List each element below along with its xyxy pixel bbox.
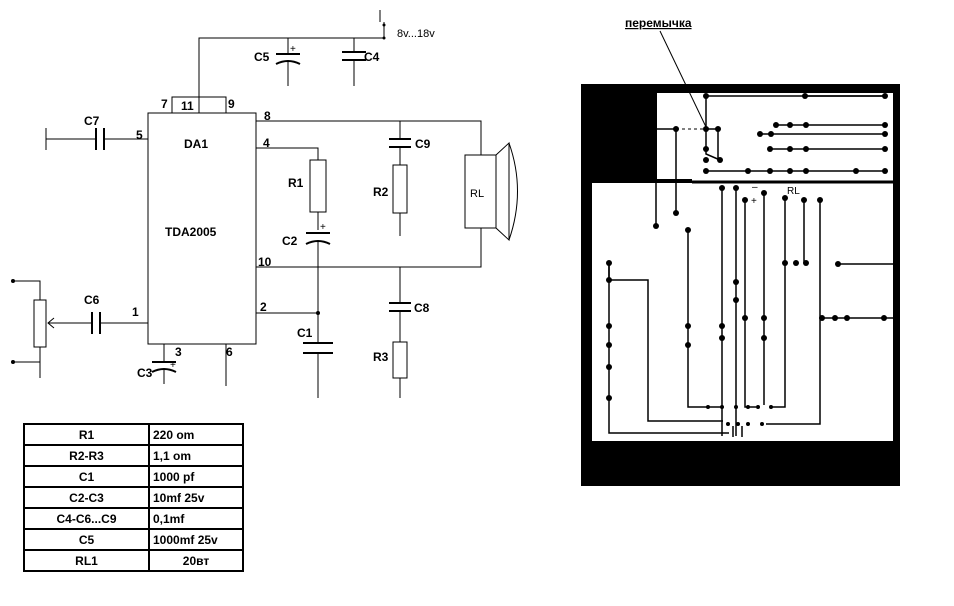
c1-label: C1 bbox=[297, 326, 313, 340]
pin-label-6: 6 bbox=[226, 345, 233, 359]
potentiometer bbox=[11, 279, 92, 378]
c5-label: C5 bbox=[254, 50, 270, 64]
parts-table: R1 220 om R2-R3 1,1 om C1 1000 pf C2-C3 … bbox=[23, 423, 244, 572]
capacitor-c9: C9 bbox=[389, 121, 431, 165]
c8-label: C8 bbox=[414, 301, 430, 315]
c3-label: C3 bbox=[137, 366, 153, 380]
c2-label: C2 bbox=[282, 234, 298, 248]
supply-voltage-label: 8v...18v bbox=[397, 28, 435, 40]
part-value: 10mf 25v bbox=[148, 486, 244, 509]
table-row: R1 220 om bbox=[23, 423, 244, 446]
capacitor-c5: + C5 bbox=[254, 38, 301, 86]
r2-label: R2 bbox=[373, 185, 389, 199]
capacitor-c4: C4 bbox=[342, 38, 380, 86]
resistor-r2: R2 bbox=[373, 164, 408, 236]
capacitor-c3: + C3 bbox=[137, 344, 177, 384]
svg-text:–: – bbox=[752, 182, 758, 193]
capacitor-c1: C1 bbox=[297, 313, 333, 398]
pin-label-3: 3 bbox=[175, 345, 182, 359]
svg-text:+: + bbox=[751, 196, 757, 207]
pin-label-5: 5 bbox=[136, 128, 143, 142]
svg-text:+: + bbox=[290, 44, 296, 55]
speaker-label: RL bbox=[470, 188, 484, 200]
r1-label: R1 bbox=[288, 176, 304, 190]
c4-label: C4 bbox=[364, 50, 380, 64]
part-value: 1000mf 25v bbox=[148, 528, 244, 551]
part-ref: C2-C3 bbox=[23, 486, 150, 509]
table-row: C4-C6...C9 0,1mf bbox=[23, 507, 244, 530]
pin-label-4: 4 bbox=[263, 136, 270, 150]
part-ref: R1 bbox=[23, 423, 150, 446]
capacitor-c6: C6 bbox=[84, 293, 148, 334]
output-line bbox=[256, 120, 482, 155]
capacitor-c7: C7 bbox=[45, 114, 148, 150]
part-ref: C5 bbox=[23, 528, 150, 551]
jumper-label: перемычка bbox=[625, 16, 692, 30]
pin-label-10: 10 bbox=[258, 255, 272, 269]
feedback-line bbox=[256, 228, 482, 268]
part-ref: RL1 bbox=[23, 549, 150, 572]
part-value: 0,1mf bbox=[148, 507, 244, 530]
part-ref: C1 bbox=[23, 465, 150, 488]
circuit-schematic: DA1 TDA2005 7 11 9 8 4 5 10 2 1 3 6 8v..… bbox=[11, 10, 518, 398]
resistor-r3: R3 bbox=[373, 341, 408, 398]
pcb-speaker-label: RL bbox=[787, 186, 800, 197]
resistor-r1: R1 bbox=[288, 159, 327, 230]
table-row: RL1 20вт bbox=[23, 549, 244, 572]
part-ref: R2-R3 bbox=[23, 444, 150, 467]
table-row: C5 1000mf 25v bbox=[23, 528, 244, 551]
r3-label: R3 bbox=[373, 350, 389, 364]
c9-label: C9 bbox=[415, 137, 431, 151]
chip-name-label: TDA2005 bbox=[165, 225, 217, 239]
pin-label-8: 8 bbox=[264, 109, 271, 123]
pin-label-2: 2 bbox=[260, 300, 267, 314]
table-row: C1 1000 pf bbox=[23, 465, 244, 488]
c7-label: C7 bbox=[84, 114, 100, 128]
speaker-rl: RL bbox=[464, 141, 518, 242]
part-ref: C4-C6...C9 bbox=[23, 507, 150, 530]
part-value: 1000 pf bbox=[148, 465, 244, 488]
part-value: 1,1 om bbox=[148, 444, 244, 467]
pcb-layout: перемычка RL – + bbox=[581, 16, 900, 486]
table-row: C2-C3 10mf 25v bbox=[23, 486, 244, 509]
pin-label-9: 9 bbox=[228, 97, 235, 111]
capacitor-c2: + C2 bbox=[282, 222, 331, 313]
table-row: R2-R3 1,1 om bbox=[23, 444, 244, 467]
chip-ref-label: DA1 bbox=[184, 137, 208, 151]
part-value: 220 om bbox=[148, 423, 244, 446]
supply-rail bbox=[198, 37, 383, 97]
part-value: 20вт bbox=[148, 549, 244, 572]
c6-label: C6 bbox=[84, 293, 100, 307]
capacitor-c8: C8 bbox=[389, 267, 430, 342]
pin-label-1: 1 bbox=[132, 305, 139, 319]
pin-label-11: 11 bbox=[181, 99, 194, 113]
svg-text:+: + bbox=[170, 360, 176, 371]
jumper-pointer bbox=[659, 30, 707, 128]
pin-label-7: 7 bbox=[161, 97, 168, 111]
pcb-pads bbox=[606, 93, 888, 426]
svg-text:+: + bbox=[320, 222, 326, 233]
